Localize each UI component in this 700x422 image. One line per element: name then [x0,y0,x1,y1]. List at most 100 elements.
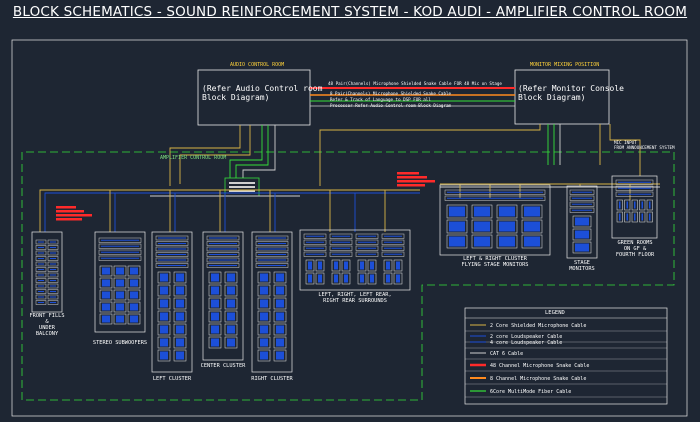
amp-unit [255,257,289,263]
amp-unit [355,239,379,245]
mmp-downlinks [319,124,641,186]
speaker-cone [227,286,235,295]
amp-unit [155,263,189,268]
right-cluster-units [255,235,289,362]
amp-unit [569,201,595,207]
front-fills-label-4: BALCONY [35,331,59,337]
left-cluster-label: LEFT CLUSTER [152,376,192,382]
speaker-cone [260,325,268,334]
speaker-cone [334,274,338,283]
stage-monitors-units [569,189,595,254]
amp-unit [615,179,654,185]
speaker-cone [130,303,138,311]
speaker-cone [160,325,168,334]
amp-unit [615,185,654,191]
audio-control-room-ref-1: (Refer Audio Control room [202,84,323,93]
speaker-cone [176,299,184,308]
speaker-cone [102,267,110,275]
monitor-mixing-ref-2: Block Diagram) [518,93,586,102]
legend-item: 48 Channel Microphone Snake Cable [490,363,590,369]
speaker-cone [386,261,390,270]
amp-unit [444,189,546,195]
speaker-cone [474,236,490,247]
speaker-cone [334,261,338,270]
speaker-cone [130,279,138,287]
amp-unit [98,249,142,255]
amp-unit [35,283,47,289]
front-fills-rack [31,231,63,313]
amp-unit [35,245,47,250]
amp-unit [98,237,142,243]
amp-unit [255,263,289,268]
amp-unit [155,235,189,241]
speaker-cone [449,206,465,217]
speaker-cone [524,221,540,232]
speaker-cone [634,213,636,221]
amp-unit [381,239,405,245]
speaker-cone [130,315,138,323]
speaker-cone [524,206,540,217]
speaker-cone [176,286,184,295]
speaker-cone [634,201,636,209]
green-rooms-label-2: ON GF & [623,246,647,252]
amp-unit [47,272,59,278]
speaker-cone [499,236,515,247]
speaker-cone [102,291,110,299]
left-cluster-rack [151,231,193,373]
speaker-cone [344,274,348,283]
amp-unit [206,257,240,263]
speaker-cone [626,213,628,221]
amp-unit [98,255,142,261]
processor-rack-units [229,182,255,192]
amp-unit [35,278,47,283]
speaker-cone [211,299,219,308]
stereo-subwoofers-label: STEREO SUBWOOFERS [92,340,148,346]
speaker-cone [260,273,268,282]
speaker-cone [276,273,284,282]
speaker-cone [474,206,490,217]
right-cluster-label: RIGHT CLUSTER [251,376,293,382]
speaker-cone [160,312,168,321]
surrounds-label-1: LEFT, RIGHT, LEFT REAR, [318,292,392,298]
legend-item: 4 core Loudspeaker Cable [490,340,563,346]
speaker-cone [116,303,124,311]
legend-title: LEGEND [545,310,565,316]
page-title: BLOCK SCHEMATICS - SOUND REINFORCEMENT S… [12,4,688,20]
speaker-cone [130,267,138,275]
speaker-cone [260,351,268,360]
speaker-cone [102,279,110,287]
amp-unit [47,239,59,245]
speaker-cone [160,286,168,295]
front-fills-units [35,239,59,305]
subwoofer-rack [94,231,146,333]
speaker-cone [116,315,124,323]
amp-unit [255,241,289,246]
red-snake-stacks [56,172,435,221]
legend-item: CAT 6 Cable [490,351,524,357]
surrounds-label-2: RIGHT REAR SURROUNDS [323,298,387,304]
amp-unit [569,195,595,201]
amp-unit [206,241,240,246]
amp-unit [155,241,189,246]
speaker-cone [260,286,268,295]
speaker-cone [360,274,364,283]
bus-drops [39,184,631,232]
speaker-cone [276,299,284,308]
speaker-cone [626,201,628,209]
snake-label-dsp: Refer & Track of Language to DSP FOR all [330,97,431,102]
speaker-cone [160,338,168,347]
center-cluster-label: CENTER CLUSTER [200,363,246,369]
right-cluster-rack [251,231,293,373]
monitor-mixing-box [514,69,610,125]
subwoofer-units [98,237,142,325]
amp-unit [47,289,59,294]
green-rooms-label-1: GREEN ROOMS [617,240,653,246]
amp-unit [35,272,47,278]
front-fills-label-1: FRONT FILLS [29,313,65,319]
speaker-cone [386,274,390,283]
snake-label-48ch: 48 Pair(Channels) Microphone Shielded Sn… [328,81,502,86]
speaker-cone [575,230,589,239]
speaker-cone [499,221,515,232]
amp-unit [206,263,240,268]
